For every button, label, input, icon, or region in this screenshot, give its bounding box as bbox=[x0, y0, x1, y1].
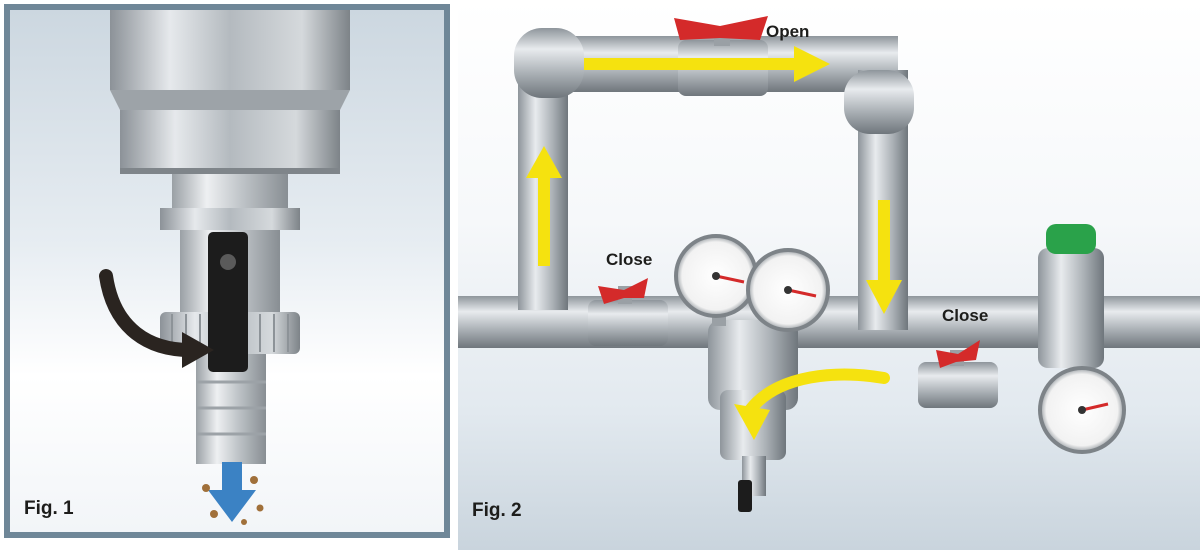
right-valve-body bbox=[918, 362, 998, 408]
figure-1-illustration bbox=[99, 10, 350, 525]
filter-drain-lever[interactable] bbox=[738, 480, 752, 512]
pressure-reducer-body bbox=[1038, 248, 1104, 368]
top-valve-handle[interactable] bbox=[674, 16, 768, 40]
filter-housing-shoulder bbox=[110, 90, 350, 110]
flow-arrow-icon bbox=[744, 368, 890, 416]
drain-arrow-icon bbox=[208, 462, 256, 522]
figure-1-label: Fig. 1 bbox=[24, 498, 74, 519]
valve-lever[interactable] bbox=[208, 232, 248, 372]
figure-1-panel: Fig. 1 bbox=[4, 4, 450, 538]
pressure-gauge-icon bbox=[1038, 366, 1126, 454]
curved-arrow-icon bbox=[99, 269, 197, 357]
filter-housing-top bbox=[110, 10, 350, 90]
figure-2-illustration bbox=[458, 16, 1200, 512]
right-valve-handle[interactable] bbox=[936, 340, 980, 368]
figure-2-label: Fig. 2 bbox=[472, 500, 522, 521]
left-close-valve-label: Close bbox=[606, 250, 653, 269]
open-valve-label: Open bbox=[766, 22, 810, 41]
hex-nut bbox=[172, 174, 288, 208]
pressure-reducer-cap bbox=[1046, 224, 1096, 254]
figure-2-panel: Open Close Close Fig. 2 bbox=[458, 0, 1200, 550]
flow-arrow-icon bbox=[526, 46, 902, 314]
left-valve-handle[interactable] bbox=[598, 278, 648, 304]
flow-arrow-icon bbox=[734, 404, 770, 440]
pressure-gauge-icon bbox=[746, 248, 830, 332]
left-valve-body bbox=[588, 300, 668, 346]
debris-particles bbox=[202, 476, 264, 525]
right-close-valve-label: Close bbox=[942, 306, 989, 325]
pressure-gauge-icon bbox=[674, 234, 758, 318]
filter-housing-base bbox=[120, 110, 340, 170]
